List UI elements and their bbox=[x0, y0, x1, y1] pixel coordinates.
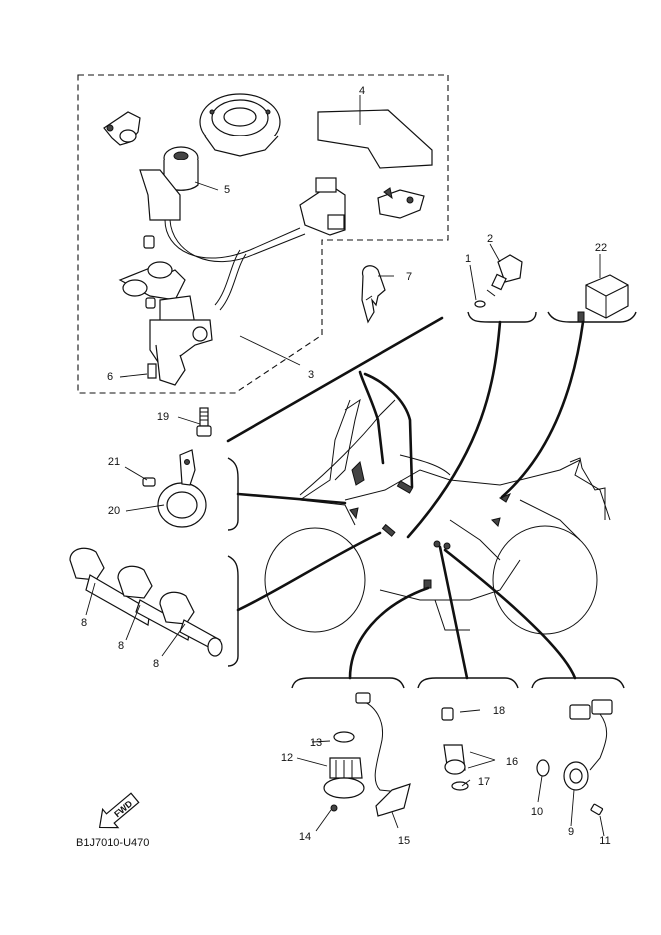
callout-21: 21 bbox=[108, 456, 120, 468]
callout-5: 5 bbox=[224, 184, 230, 196]
callout-6: 6 bbox=[107, 371, 113, 383]
sensor-part-top-left bbox=[103, 111, 141, 146]
callout-1: 1 bbox=[465, 253, 471, 265]
horn-bracket bbox=[227, 457, 239, 531]
callout-8c: 8 bbox=[153, 658, 159, 670]
seat-cover-part bbox=[317, 109, 433, 169]
key-and-lock-body bbox=[118, 235, 213, 386]
callout-11: 11 bbox=[599, 835, 610, 847]
callout-18: 18 bbox=[493, 705, 505, 717]
callout-9: 9 bbox=[568, 826, 574, 838]
lock-set-group-box bbox=[77, 74, 449, 394]
seat-lock-clip bbox=[377, 187, 425, 219]
callout-17: 17 bbox=[478, 776, 490, 788]
main-switch bbox=[139, 146, 346, 311]
bracket-sensor bbox=[467, 311, 537, 323]
fwd-arrow-icon: FWD bbox=[98, 792, 140, 829]
bolt-19 bbox=[196, 407, 212, 437]
horn-20 bbox=[142, 449, 207, 528]
callout-14: 14 bbox=[299, 831, 311, 843]
callout-15: 15 bbox=[398, 835, 410, 847]
sensor-assembly-9 bbox=[531, 677, 625, 816]
callout-8a: 8 bbox=[81, 617, 87, 629]
callout-numbers: 4 5 2 22 1 7 3 6 19 21 20 8 8 8 18 13 12… bbox=[81, 85, 611, 847]
diagram-code: B1J7010-U470 bbox=[76, 837, 149, 849]
callout-3: 3 bbox=[308, 369, 314, 381]
callout-13: 13 bbox=[310, 737, 322, 749]
leader-lines bbox=[226, 316, 585, 680]
callout-2: 2 bbox=[487, 233, 493, 245]
callout-22: 22 bbox=[595, 242, 607, 254]
motorcycle-outline bbox=[264, 398, 611, 635]
callout-7: 7 bbox=[406, 271, 412, 283]
sensor-assembly-16 bbox=[417, 677, 519, 791]
coil-bracket bbox=[227, 555, 239, 667]
ignition-key bbox=[361, 265, 386, 324]
callout-8b: 8 bbox=[118, 640, 124, 652]
callout-4: 4 bbox=[359, 85, 365, 97]
callout-16: 16 bbox=[506, 756, 518, 768]
callout-19: 19 bbox=[157, 411, 169, 423]
ignition-coils bbox=[69, 547, 223, 657]
callout-10: 10 bbox=[531, 806, 543, 818]
callout-20: 20 bbox=[108, 505, 120, 517]
relay-22 bbox=[577, 274, 629, 323]
bracket-relay bbox=[547, 311, 637, 323]
fuel-tank-cap bbox=[199, 93, 281, 157]
sensor-assembly-12 bbox=[291, 677, 411, 817]
callout-12: 12 bbox=[281, 752, 293, 764]
sensor-1-2 bbox=[474, 254, 523, 308]
callout-leaders bbox=[85, 95, 605, 837]
